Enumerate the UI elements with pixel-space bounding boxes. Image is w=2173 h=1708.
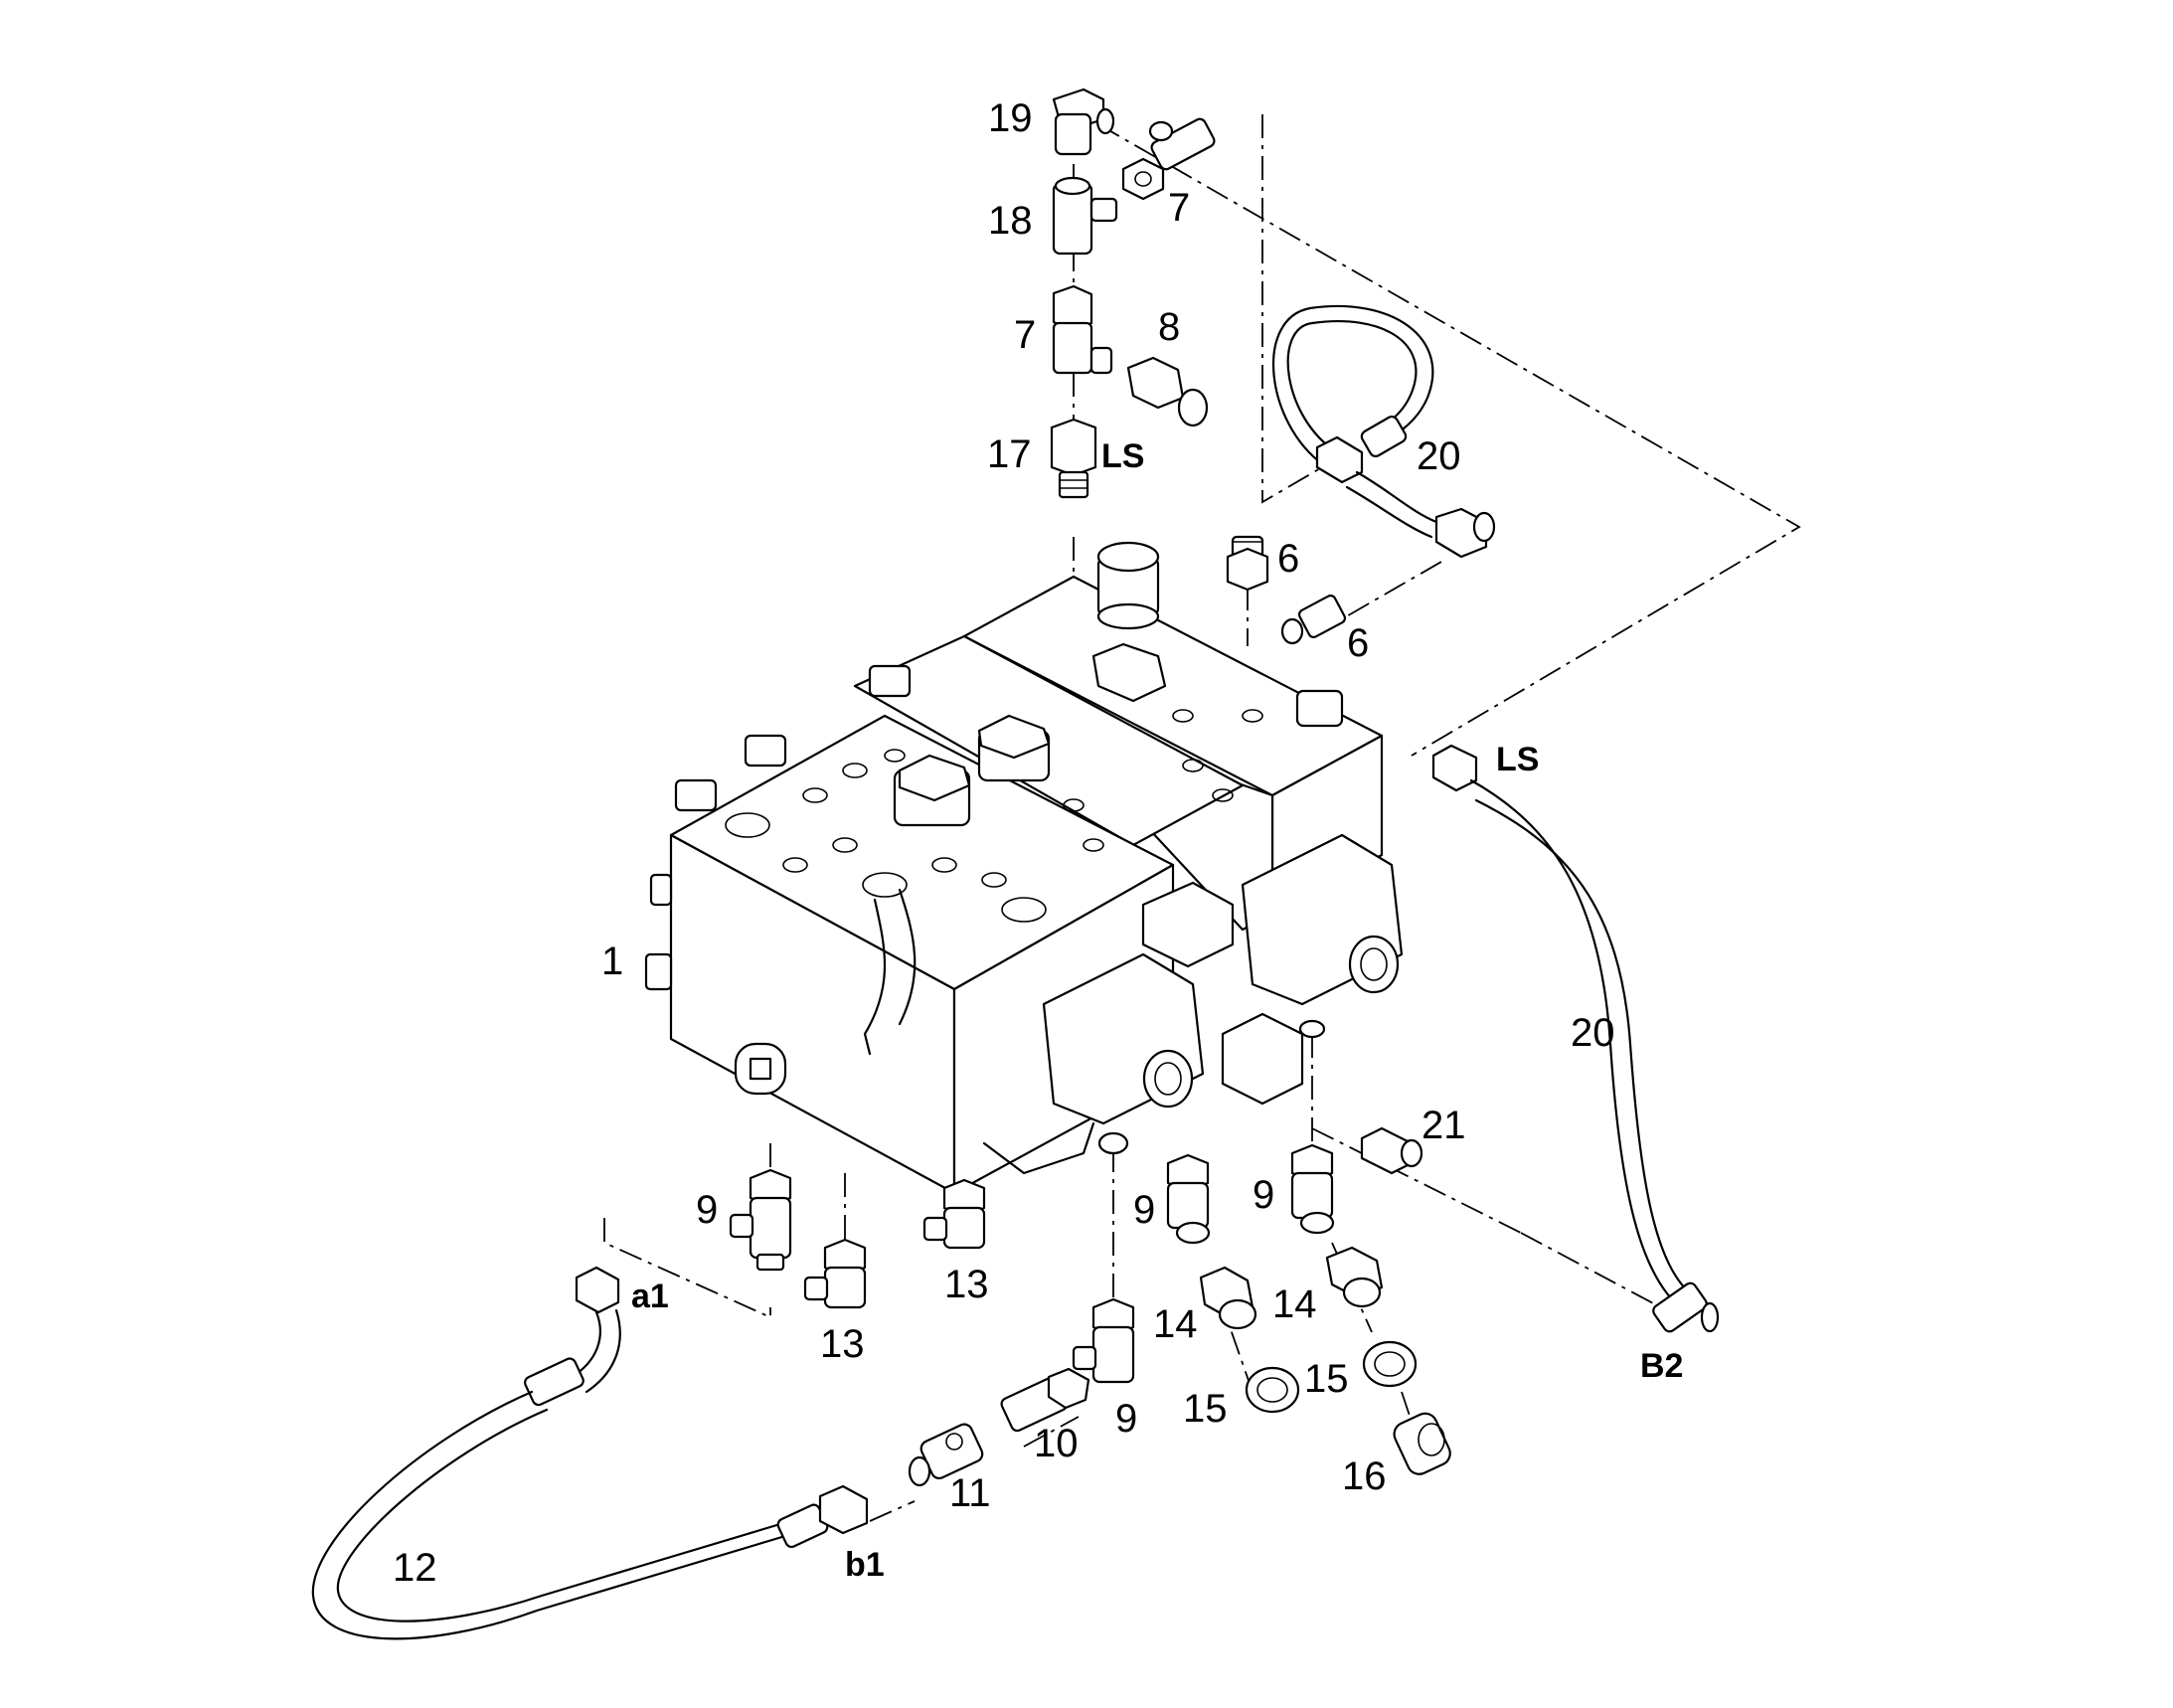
callout-9-lower: 9 (1115, 1397, 1137, 1441)
valve-block (644, 541, 1404, 1195)
port-label-ls-right: LS (1496, 741, 1539, 778)
port-labels: LS LS B2 a1 b1 (631, 437, 1683, 1584)
callout-6-lower: 6 (1347, 621, 1369, 665)
callout-labels: 19 18 7 7 8 17 20 6 6 1 20 21 9 9 9 9 13… (393, 96, 1615, 1590)
fitting-17-adapter (1050, 418, 1097, 499)
fitting-9-left (729, 1168, 792, 1272)
callout-20-right: 20 (1571, 1011, 1615, 1055)
hose-20-loop (1271, 304, 1496, 559)
fitting-8-cap (1126, 356, 1209, 427)
port-label-b1: b1 (845, 1546, 885, 1584)
side-bolts-left (644, 664, 912, 991)
fitting-18-tee (1052, 176, 1118, 256)
callout-7-middle: 7 (1014, 313, 1036, 357)
fitting-9-lower (1072, 1297, 1135, 1384)
fitting-21 (1360, 1126, 1423, 1175)
fitting-7-tee-middle (1052, 284, 1113, 375)
fitting-16-cap (1393, 1412, 1451, 1475)
port-flanges (1042, 833, 1404, 1125)
callout-21: 21 (1421, 1104, 1466, 1147)
top-face-holes (725, 709, 1263, 923)
fitting-7-tee-top (1121, 117, 1216, 201)
fitting-14-right (1325, 1246, 1384, 1308)
callout-9-left: 9 (696, 1188, 718, 1232)
callout-7-top: 7 (1168, 186, 1190, 230)
callout-9-right: 9 (1253, 1173, 1274, 1217)
callout-11: 11 (949, 1471, 991, 1515)
callout-12: 12 (393, 1546, 437, 1590)
fitting-19-elbow (1052, 87, 1115, 156)
fitting-9-mid-upper (1166, 1153, 1211, 1245)
callout-13-right: 13 (944, 1263, 989, 1306)
callout-9-mid: 9 (1133, 1188, 1155, 1232)
port-label-ls-top: LS (1101, 437, 1144, 475)
fitting-9-right (1290, 1143, 1335, 1235)
callout-18: 18 (988, 199, 1033, 243)
port-label-b2: B2 (1640, 1347, 1683, 1385)
callout-17: 17 (987, 432, 1032, 476)
fitting-14-left (1199, 1266, 1257, 1330)
fitting-13-left (803, 1238, 867, 1309)
fitting-6-upper (1226, 535, 1269, 592)
fitting-10 (1000, 1367, 1090, 1433)
callout-8: 8 (1158, 305, 1180, 349)
hex-caps (893, 714, 1051, 827)
fitting-6-lower (1280, 595, 1347, 645)
callout-19: 19 (988, 96, 1033, 140)
hose-12 (311, 1266, 869, 1640)
hose-20-right (1431, 744, 1720, 1333)
callout-16: 16 (1342, 1454, 1387, 1498)
callout-6-upper: 6 (1277, 537, 1299, 581)
fitting-15-left (1245, 1366, 1300, 1414)
callout-14-right: 14 (1272, 1282, 1317, 1326)
callout-20-top: 20 (1417, 434, 1461, 478)
callout-14-left: 14 (1153, 1302, 1198, 1346)
fitting-11 (908, 1423, 984, 1487)
callout-15-right: 15 (1304, 1357, 1349, 1401)
callout-13-left: 13 (820, 1322, 865, 1366)
callout-1: 1 (601, 939, 623, 983)
port-label-a1: a1 (631, 1278, 669, 1315)
callout-10: 10 (1034, 1422, 1079, 1465)
callout-15-left: 15 (1183, 1387, 1228, 1431)
fitting-13-right (922, 1178, 986, 1250)
fitting-15-right (1362, 1340, 1418, 1388)
